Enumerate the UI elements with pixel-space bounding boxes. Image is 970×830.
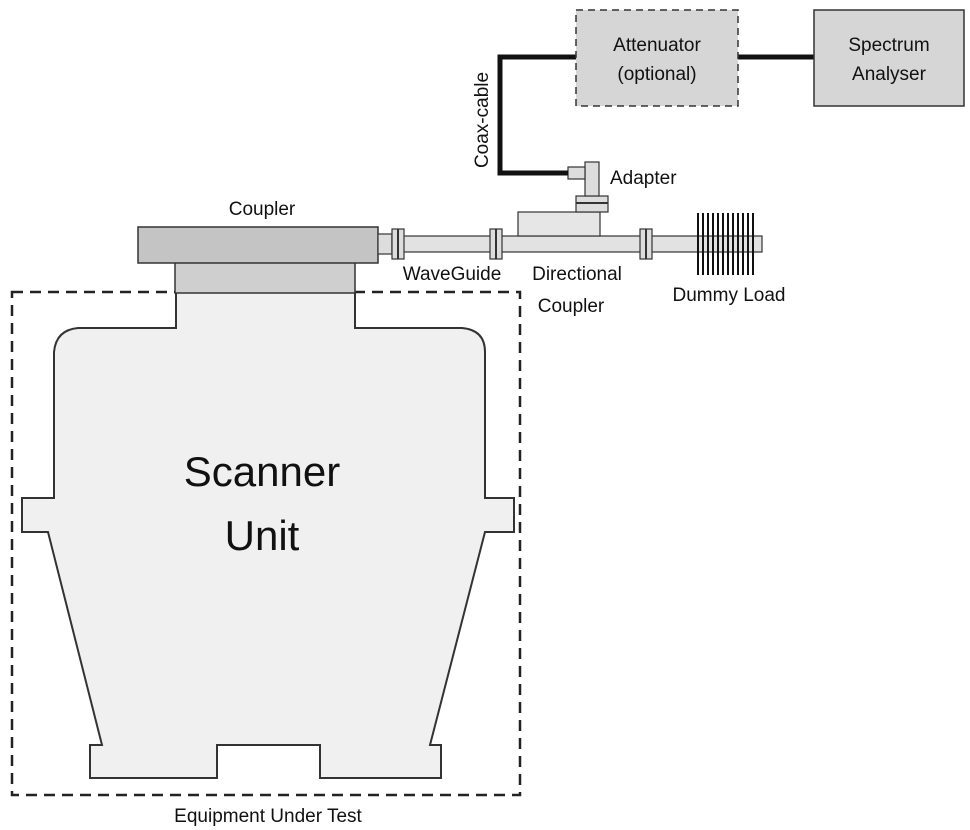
flange-1b	[397, 229, 399, 259]
scanner-unit-label-line2: Unit	[225, 512, 300, 559]
equipment-under-test-label: Equipment Under Test	[174, 806, 362, 827]
dummy-load-label: Dummy Load	[673, 285, 786, 306]
waveguide-label: WaveGuide	[403, 264, 502, 285]
attenuator-box	[575, 9, 739, 107]
attenuator-label-line1: Attenuator	[613, 35, 701, 56]
directional-coupler-arm	[517, 211, 601, 237]
waveguide-tube	[391, 235, 763, 253]
directional-coupler-label-line1: Directional	[532, 264, 622, 285]
waveguide-stub	[377, 233, 393, 255]
adapter-base-line	[576, 202, 608, 204]
coax-cable-label: Coax-cable	[472, 72, 493, 168]
adapter-connector	[567, 166, 586, 180]
flange-3b	[645, 229, 647, 259]
directional-coupler-label-line2: Coupler	[538, 296, 605, 317]
dummy-load	[697, 213, 754, 275]
flange-2b	[495, 229, 497, 259]
attenuator-label-line2: (optional)	[617, 64, 696, 85]
coupler-neck	[174, 261, 356, 294]
coupler-body	[137, 226, 379, 264]
adapter-label: Adapter	[610, 168, 677, 189]
scanner-unit-label-line1: Scanner	[184, 448, 340, 495]
spectrum-analyser-box	[813, 9, 965, 107]
adapter-body	[584, 161, 600, 197]
coax-cable	[497, 54, 576, 176]
spectrum-analyser-label-line2: Analyser	[852, 64, 927, 85]
spectrum-analyser-label-line1: Spectrum	[848, 35, 929, 56]
coupler-label: Coupler	[229, 199, 296, 220]
scanner-unit-body	[21, 291, 515, 779]
